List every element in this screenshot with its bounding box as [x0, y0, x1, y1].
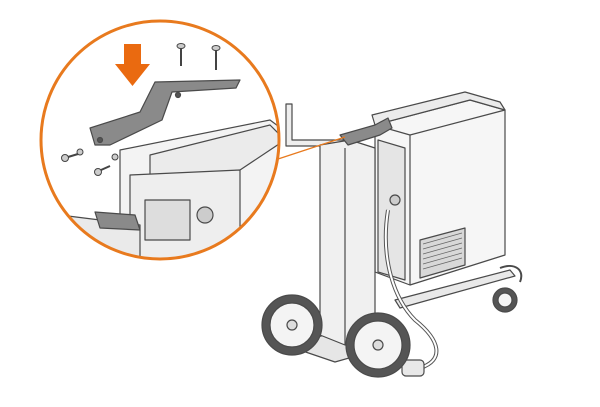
wheel-small: [492, 287, 518, 313]
washer-icon: [76, 148, 84, 156]
wheel-large-right: [345, 312, 411, 378]
bracket-plate: [89, 79, 241, 146]
wheel-large-left: [261, 294, 323, 356]
screw-icon: [94, 165, 111, 176]
screw-icon: [176, 43, 186, 66]
arrow-down-icon: [115, 44, 150, 86]
washer-icon: [111, 153, 119, 161]
screw-icon: [211, 45, 221, 70]
mounted-bracket: [339, 117, 393, 146]
trolley-pole: [319, 139, 376, 346]
knob: [196, 206, 214, 224]
callout-line: [274, 136, 346, 161]
plug: [401, 359, 425, 377]
screw-icon: [61, 153, 79, 162]
detail-callout: [39, 19, 281, 261]
trolley: [261, 91, 523, 378]
bracket-lower: [94, 211, 141, 231]
